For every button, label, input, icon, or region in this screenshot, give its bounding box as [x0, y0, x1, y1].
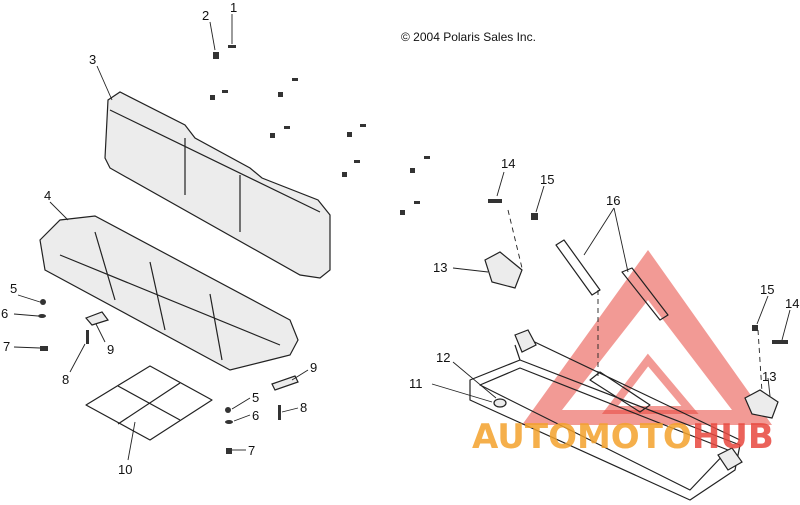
seat-base-frame: [469, 329, 743, 501]
watermark-text: AUTOMOTOHUB: [472, 417, 774, 457]
callout-3: 3: [89, 52, 96, 67]
callout-15b: 15: [760, 282, 774, 297]
callout-6b: 6: [252, 408, 259, 423]
callout-12: 12: [436, 350, 450, 365]
watermark-text-part2: HUB: [692, 417, 774, 457]
copyright-text: © 2004 Polaris Sales Inc.: [401, 30, 536, 44]
hardware: [38, 45, 788, 454]
callout-7b: 7: [248, 443, 255, 458]
callout-13b: 13: [762, 369, 776, 384]
callout-labels: 1 2 3 4 5 6 7 8 9 10 5 6 7 8 9 11 12 13 …: [1, 0, 799, 477]
callout-6: 6: [1, 306, 8, 321]
callout-9: 9: [107, 342, 114, 357]
seat-mat: [85, 365, 213, 441]
callout-1: 1: [230, 0, 237, 15]
callout-8: 8: [62, 372, 69, 387]
latch-left: [484, 251, 523, 289]
callout-15: 15: [540, 172, 554, 187]
hinge-straps: [555, 239, 669, 321]
callout-16: 16: [606, 193, 620, 208]
callout-5: 5: [10, 281, 17, 296]
bumper: [493, 398, 507, 408]
watermark-text-part1: AUTOMOTO: [472, 417, 692, 457]
callout-13: 13: [433, 260, 447, 275]
callout-14: 14: [501, 156, 515, 171]
callout-14b: 14: [785, 296, 799, 311]
callout-5b: 5: [252, 390, 259, 405]
callout-2: 2: [202, 8, 209, 23]
callout-9b: 9: [310, 360, 317, 375]
callout-4: 4: [44, 188, 51, 203]
callout-10: 10: [118, 462, 132, 477]
leader-lines: [13, 14, 791, 461]
callout-7: 7: [3, 339, 10, 354]
callout-11: 11: [409, 376, 423, 391]
seat-bottom: [39, 215, 299, 371]
watermark-logo: [522, 250, 772, 425]
latch-right: [744, 389, 779, 419]
callout-8b: 8: [300, 400, 307, 415]
seat-back: [104, 91, 331, 279]
